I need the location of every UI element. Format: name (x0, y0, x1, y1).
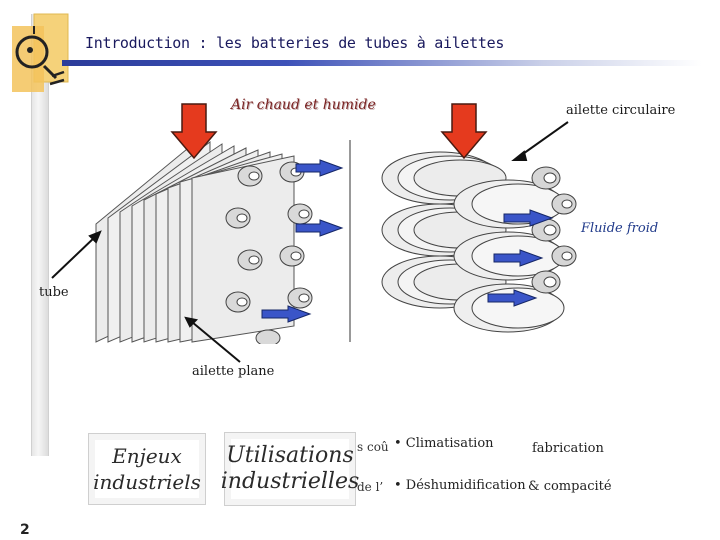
ailette-circulaire-label: ailette circulaire (566, 103, 676, 118)
bullet-climatisation: • Climatisation (394, 436, 494, 451)
sidebar-bar (31, 14, 49, 456)
fragment-left-1: s coû (357, 440, 389, 454)
utilisations-box: Utilisations industrielles (221, 432, 359, 506)
fragment-right-1: fabrication (532, 441, 604, 456)
slide-title: Introduction : les batteries de tubes à … (85, 34, 505, 52)
utilisations-line-2: industrielles (220, 469, 360, 494)
enjeux-box: Enjeux industriels (88, 433, 206, 505)
air-chaud-label: Air chaud et humide (231, 97, 376, 113)
page-number: 2 (20, 522, 30, 538)
cold-fluid-arrow-icon (261, 159, 554, 323)
fragment-left-2: de l’ (357, 480, 384, 494)
tube-label: tube (39, 285, 69, 300)
ailette-plane-label: ailette plane (192, 364, 275, 379)
fluide-froid-label: Fluide froid (581, 221, 659, 236)
circular-fin-stack (381, 151, 565, 333)
compass-logo-icon (12, 13, 69, 92)
circular-fin-tubes (531, 166, 577, 294)
title-underline (62, 60, 702, 66)
enjeux-line-1: Enjeux (112, 444, 182, 468)
bullet-deshumidification: • Déshumidification (394, 478, 526, 493)
fin-tube-illustration (88, 138, 584, 344)
pointer-arrow-icon (51, 121, 569, 363)
plate-fin-stack (95, 138, 295, 343)
utilisations-line-1: Utilisations (226, 443, 354, 468)
fragment-right-2: & compacité (528, 479, 612, 494)
hot-air-arrow-icon (170, 103, 488, 160)
enjeux-line-2: industriels (93, 470, 201, 494)
